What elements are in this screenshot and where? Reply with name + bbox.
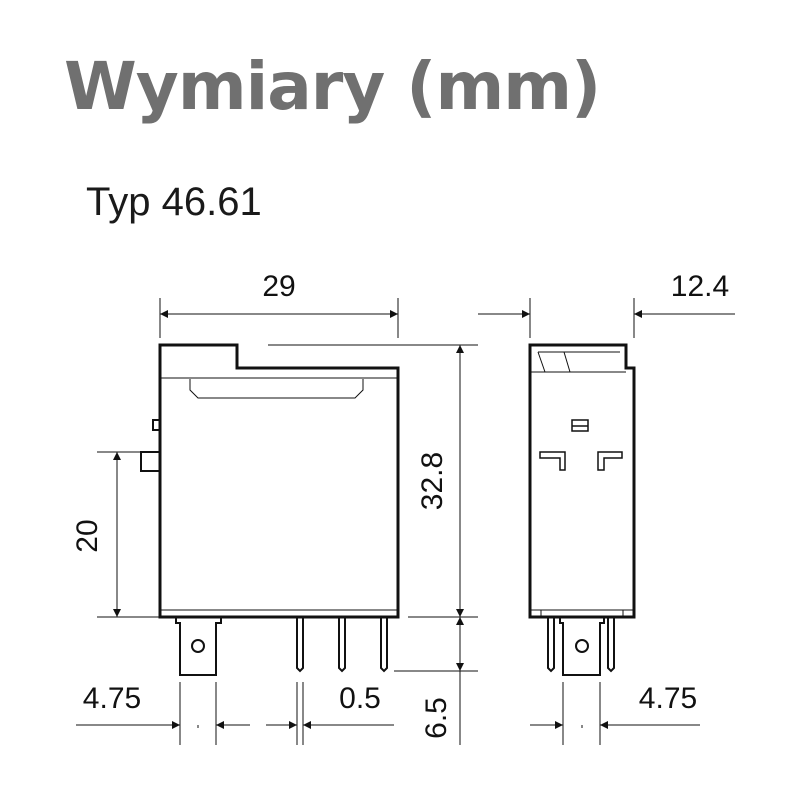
front-view-body <box>158 343 400 619</box>
fast-on-terminal <box>559 617 605 676</box>
side-view <box>528 343 636 676</box>
pin <box>296 617 304 673</box>
contact-mark-left <box>539 451 566 471</box>
width-dimension-label: 29 <box>262 270 295 303</box>
pin-length-dimension-label: 6.5 <box>420 697 453 739</box>
pin <box>338 617 346 673</box>
depth-dimension-label: 12.4 <box>671 270 729 303</box>
pin <box>547 617 555 673</box>
relay-type-label: Typ 46.61 <box>86 180 262 224</box>
dimension-lines <box>76 298 735 745</box>
side-latch <box>140 451 161 472</box>
contact-mark-right <box>597 451 623 471</box>
pin-height-dimension-label: 20 <box>71 519 104 552</box>
pin <box>607 617 615 673</box>
pin-thickness-dimension-label: 0.5 <box>339 682 381 715</box>
side-view-body <box>528 343 636 619</box>
left-offset-dimension-label: 4.75 <box>83 682 141 715</box>
height-dimension-label: 32.8 <box>416 452 449 510</box>
fast-on-terminal <box>175 617 222 676</box>
front-view <box>140 343 400 676</box>
page-title: Wymiary (mm) <box>64 48 601 125</box>
pin <box>380 617 388 673</box>
right-offset-dimension-label: 4.75 <box>639 682 697 715</box>
